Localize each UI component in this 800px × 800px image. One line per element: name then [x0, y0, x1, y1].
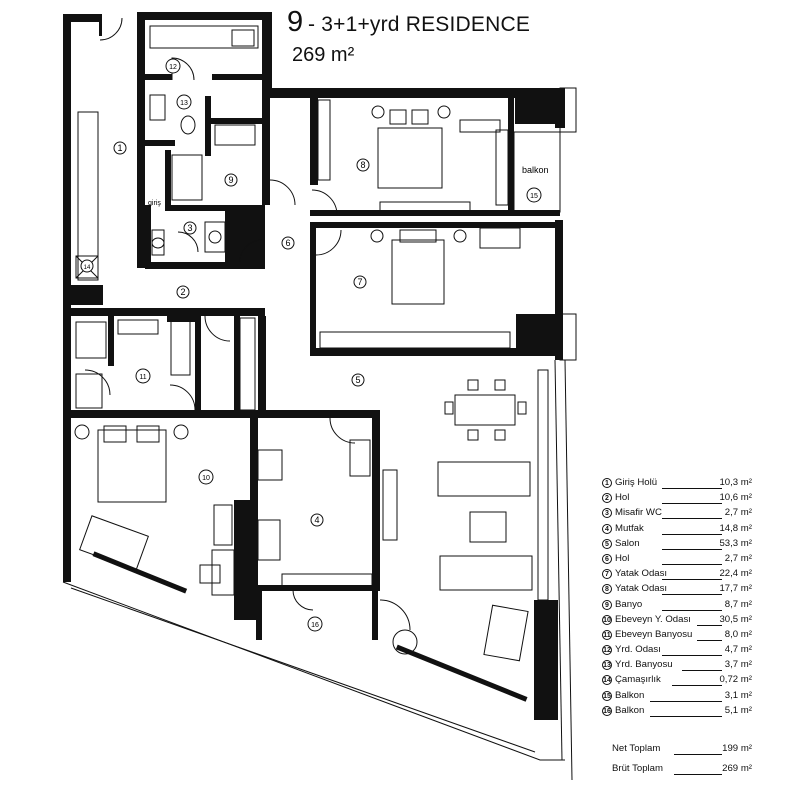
gross-total-row: Brüt Toplam 269 m²: [612, 763, 752, 777]
room-number-1: 1: [113, 141, 127, 155]
net-total-value: 199 m²: [722, 743, 752, 754]
room-number-9: 9: [224, 173, 238, 187]
svg-text:10: 10: [202, 475, 210, 482]
svg-text:7: 7: [357, 277, 362, 287]
svg-text:9: 9: [228, 175, 233, 185]
room-number-8: 8: [356, 158, 370, 172]
room-number-2: 2: [176, 285, 190, 299]
room-number-11: 11: [135, 368, 151, 384]
giris-label: giriş: [148, 200, 161, 207]
room-number-10: 10: [198, 469, 214, 485]
unit-type-title: - 3+1+yrd RESIDENCE: [308, 13, 531, 36]
svg-text:3: 3: [187, 223, 192, 233]
svg-text:14: 14: [84, 265, 91, 271]
svg-text:15: 15: [530, 193, 538, 200]
svg-text:4: 4: [314, 515, 319, 525]
net-total-row: Net Toplam 199 m²: [612, 743, 752, 757]
svg-text:16: 16: [311, 622, 319, 629]
svg-text:11: 11: [139, 374, 146, 381]
room-number-5: 5: [351, 373, 365, 387]
room-number-16: 16: [307, 616, 323, 632]
svg-text:1: 1: [117, 143, 122, 153]
room-number-15: 15: [526, 187, 542, 203]
room-number-6: 6: [281, 236, 295, 250]
unit-total-area: 269 m²: [292, 44, 355, 66]
balkon-label: balkon: [522, 165, 549, 175]
gross-total-value: 269 m²: [722, 763, 752, 774]
svg-text:8: 8: [360, 160, 365, 170]
gross-total-label: Brüt Toplam: [612, 763, 664, 774]
svg-text:2: 2: [180, 287, 185, 297]
room-number-13: 13: [176, 94, 192, 110]
plan-walls: [63, 12, 565, 720]
unit-number: 9: [287, 6, 304, 38]
svg-text:6: 6: [285, 238, 290, 248]
plan-lines: [62, 17, 577, 781]
room-number-4: 4: [310, 513, 324, 527]
room-number-12: 12: [165, 58, 181, 74]
room-number-7: 7: [353, 275, 367, 289]
svg-text:5: 5: [355, 375, 360, 385]
room-numbers: 1 2 3 4 5 6 7 8 9 10 11 12 13 14 15 16: [80, 58, 542, 632]
svg-text:12: 12: [169, 64, 177, 71]
room-number-3: 3: [183, 221, 197, 235]
svg-text:13: 13: [180, 100, 188, 107]
room-number-14: 14: [80, 259, 94, 273]
net-total-label: Net Toplam: [612, 743, 661, 754]
